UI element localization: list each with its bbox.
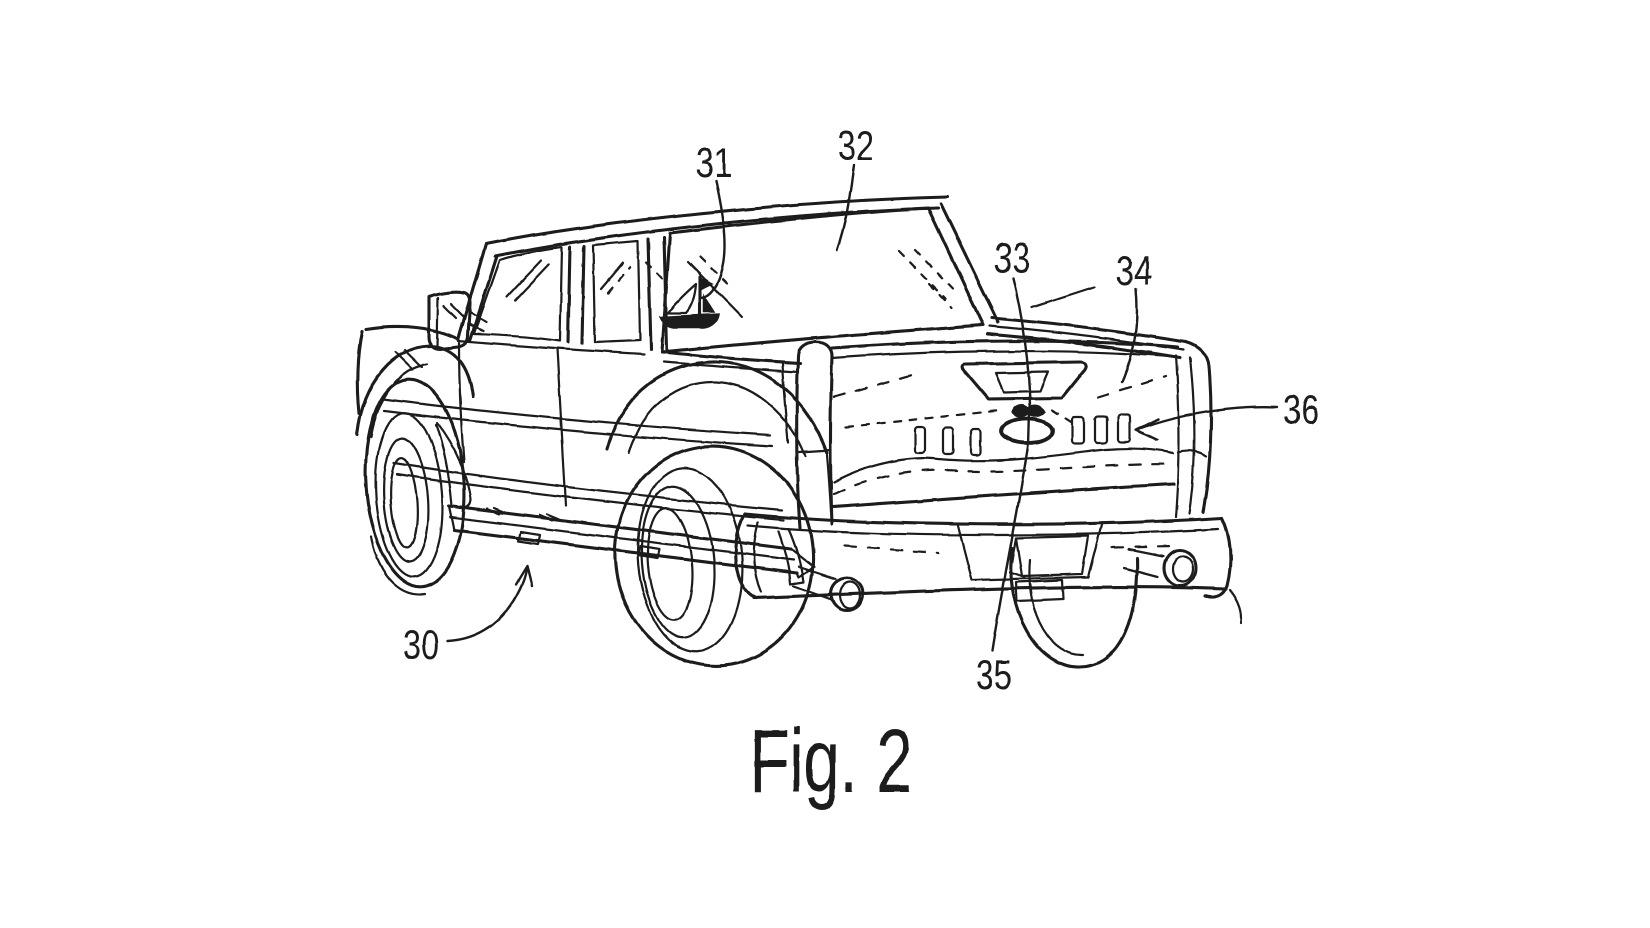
ref-label-34: 34 — [1116, 247, 1152, 294]
leader-30 — [445, 564, 534, 643]
sailboat-decal-icon — [658, 275, 720, 329]
tailgate — [795, 339, 1213, 530]
camera-emblem — [844, 404, 1078, 445]
ref-label-31: 31 — [696, 139, 732, 186]
tailgate-handle — [960, 360, 1088, 401]
figure-caption: Fig. 2 — [750, 712, 913, 812]
rear-wheel — [605, 360, 833, 668]
front-fender — [355, 324, 475, 439]
ref-label-36: 36 — [1283, 386, 1319, 433]
front-wheel — [364, 377, 473, 596]
truck-drawing — [355, 195, 1243, 669]
leader-33 — [1011, 276, 1032, 407]
ref-label-33: 33 — [994, 234, 1030, 281]
exhaust-right — [1122, 547, 1198, 588]
far-rear-wheel — [1009, 546, 1243, 669]
leader-31 — [700, 179, 727, 300]
leader-35 — [990, 408, 1031, 653]
leader-34 — [1120, 287, 1139, 384]
leader-lines — [445, 163, 1279, 653]
reference-labels: 30 31 32 33 34 35 36 — [403, 122, 1319, 698]
leader-36 — [1134, 405, 1279, 442]
ref-label-35: 35 — [976, 651, 1012, 698]
tailgate-slots — [913, 413, 1132, 457]
ref-label-32: 32 — [838, 122, 874, 169]
ref-label-30: 30 — [403, 621, 439, 668]
glass-hatch-marks — [505, 248, 955, 319]
cab — [456, 195, 1000, 374]
exhaust-left — [792, 565, 865, 612]
running-board — [447, 504, 816, 579]
leader-32 — [835, 163, 856, 252]
rear-bumper — [733, 512, 1232, 603]
